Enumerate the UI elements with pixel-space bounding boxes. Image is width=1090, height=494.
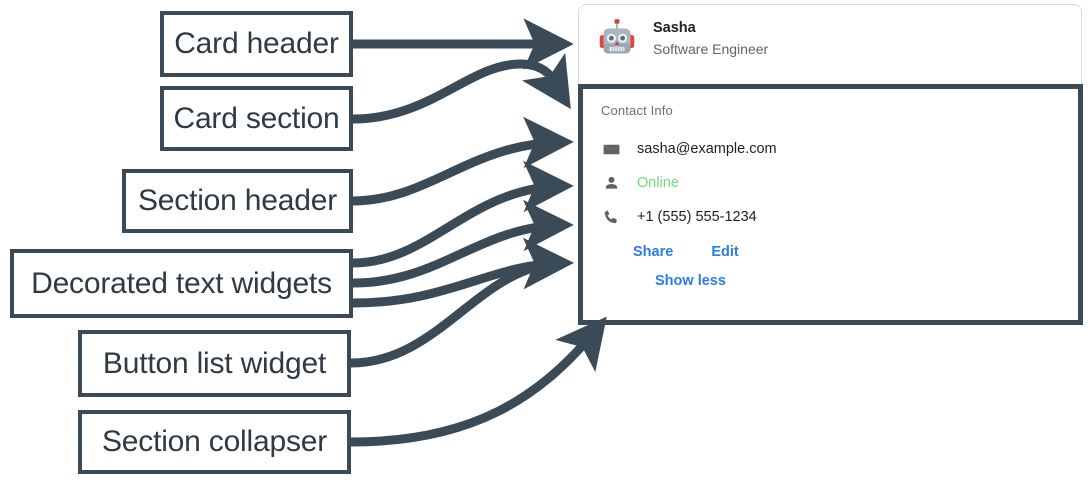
phone-value: +1 (555) 555-1234 xyxy=(637,209,757,225)
arrow-section-collapser xyxy=(350,316,607,447)
callout-button-list-widget: Button list widget xyxy=(78,330,351,397)
callout-card-section: Card section xyxy=(160,86,353,151)
card-section: Contact Info sasha@example.com xyxy=(578,84,1083,325)
callout-section-collapser: Section collapser xyxy=(78,410,351,474)
card-header-text: Sasha Software Engineer xyxy=(653,20,768,57)
callout-decorated-text-widgets: Decorated text widgets xyxy=(10,249,353,318)
card-section-inner: Contact Info sasha@example.com xyxy=(583,89,1078,290)
mail-icon xyxy=(601,139,621,159)
phone-icon xyxy=(601,207,621,227)
arrow-card-section xyxy=(352,52,571,124)
arrow-decorated-text-3 xyxy=(352,237,574,308)
callout-card-header: Card header xyxy=(160,11,353,77)
callout-section-header: Section header xyxy=(122,169,353,233)
card-header: Sasha Software Engineer xyxy=(579,5,1081,73)
button-list-widget: Share Edit xyxy=(633,244,1078,260)
email-value: sasha@example.com xyxy=(637,141,777,157)
card-header-title: Sasha xyxy=(653,20,696,37)
card-header-subtitle: Software Engineer xyxy=(653,40,769,57)
decorated-text-row-phone: +1 (555) 555-1234 xyxy=(601,200,1078,234)
status-value: Online xyxy=(637,175,679,191)
arrow-button-list xyxy=(350,237,574,368)
decorated-text-row-email: sasha@example.com xyxy=(601,132,1078,166)
arrow-decorated-text-1 xyxy=(352,160,574,268)
person-icon xyxy=(601,173,621,193)
share-button[interactable]: Share xyxy=(633,244,674,260)
edit-button[interactable]: Edit xyxy=(711,244,739,260)
section-collapser-button[interactable]: Show less xyxy=(655,273,726,289)
arrow-section-header xyxy=(351,116,574,206)
decorated-text-row-status: Online xyxy=(601,166,1078,200)
section-header-label: Contact Info xyxy=(601,103,673,118)
robot-avatar-icon xyxy=(595,17,639,61)
arrow-decorated-text-2 xyxy=(352,199,574,288)
